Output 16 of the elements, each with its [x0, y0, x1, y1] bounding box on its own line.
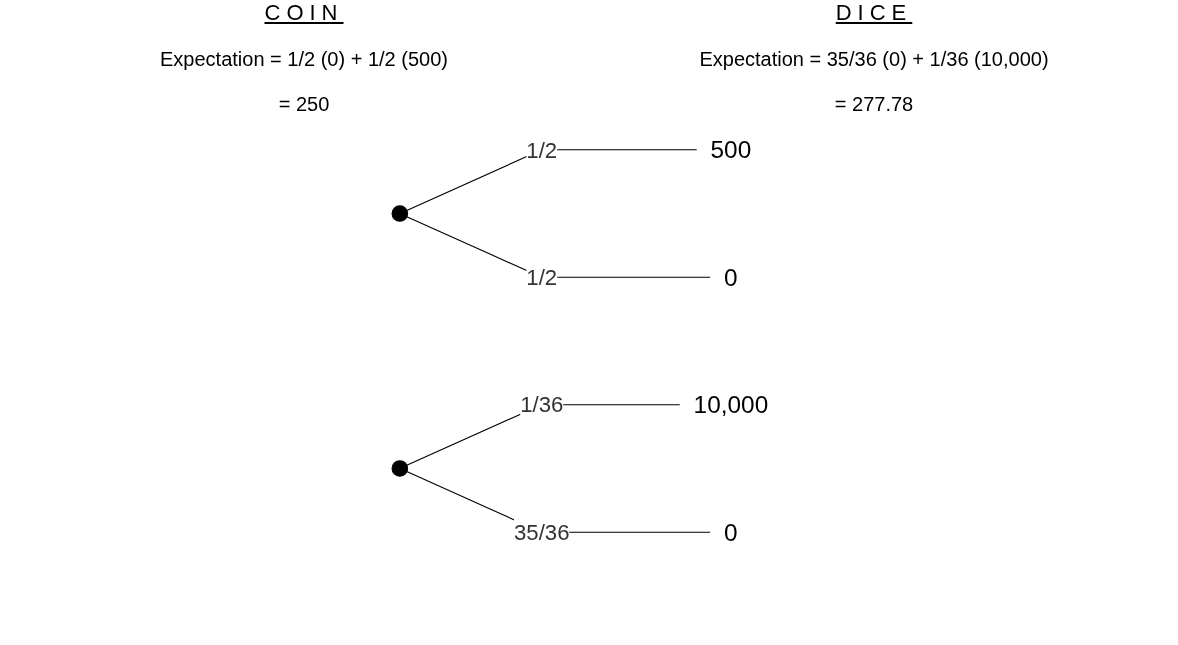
formula-text: Expectation = 35/36 (0) + 1/36 (10,000) [698, 48, 1050, 71]
node-circle [391, 460, 409, 477]
edge-label: 1/2 [526, 265, 558, 290]
node-text: 0 [724, 263, 738, 292]
heading: COIN [263, 0, 345, 26]
edge-label: 1/36 [520, 392, 564, 417]
node-text: 0 [724, 518, 738, 547]
node-circle [391, 205, 409, 222]
heading: DICE [834, 0, 914, 26]
formula-text: Expectation = 1/2 (0) + 1/2 (500) [159, 48, 449, 71]
formula-text: = 250 [277, 93, 331, 116]
node-text: 10,000 [693, 390, 769, 419]
edge-label: 35/36 [513, 520, 570, 545]
formula-text: = 277.78 [833, 93, 915, 116]
edge-label: 1/2 [526, 137, 558, 162]
node-text: 500 [710, 135, 752, 164]
